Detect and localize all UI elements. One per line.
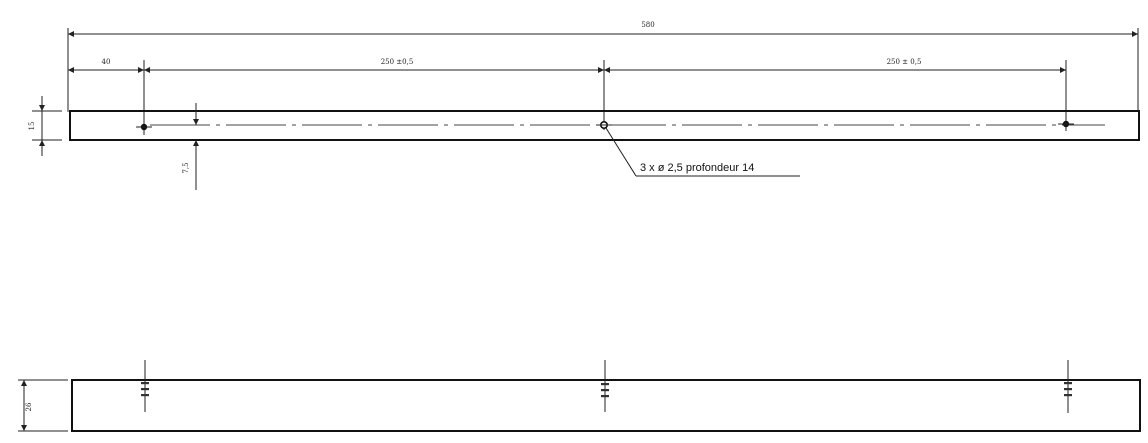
hole-offset-label: 7,5: [182, 162, 190, 173]
bar-side-view: [71, 379, 1141, 432]
hole-callout-note: 3 x ø 2,5 profondeur 14: [640, 162, 754, 174]
side-hole-2: [601, 360, 609, 412]
hole-3: [1058, 120, 1074, 128]
height-26-label: 26: [25, 402, 33, 411]
hole-1: [136, 123, 152, 131]
spacing-2-label: 250 ± 0,5: [887, 58, 922, 66]
height-15-label: 15: [28, 122, 36, 131]
side-hole-3: [1064, 360, 1072, 413]
first-offset-label: 40: [102, 58, 111, 66]
hole-callout-leader: [605, 127, 637, 177]
spacing-1-label: 250 ±0,5: [381, 58, 414, 66]
side-hole-1: [141, 360, 149, 412]
bar-top-view: [69, 110, 1140, 141]
overall-length-label: 580: [641, 21, 654, 29]
hole-2: [596, 121, 612, 130]
